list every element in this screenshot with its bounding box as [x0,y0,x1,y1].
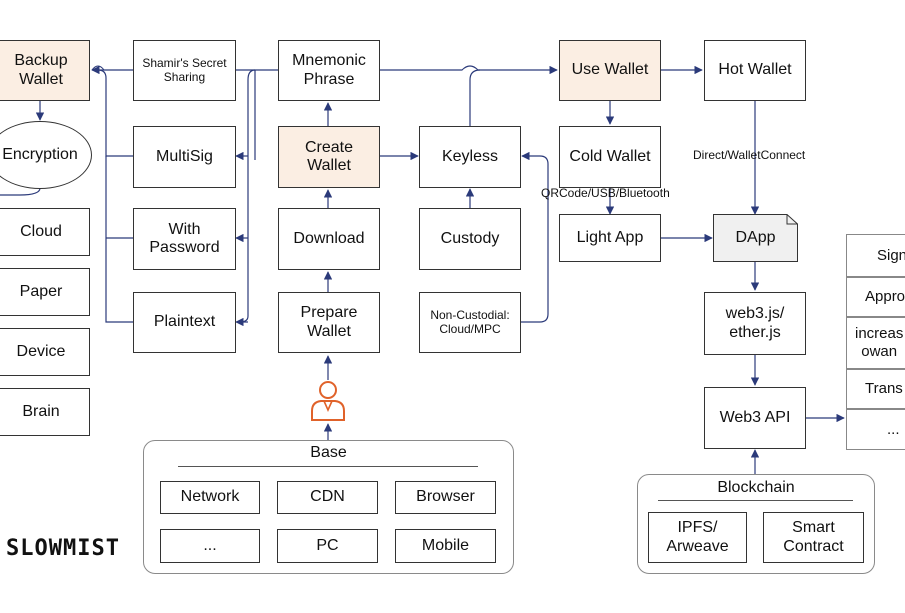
device-node: Device [0,328,90,376]
shamir-secret-sharing-node: Shamir's Secret Sharing [133,40,236,101]
web3js-node: web3.js/ ether.js [704,292,806,355]
direct-walletconnect-label: Direct/WalletConnect [693,148,806,162]
create-wallet-node: Create Wallet [278,126,380,188]
download-node: Download [278,208,380,270]
right-list-item: increas owan [846,317,905,369]
mnemonic-phrase-node: Mnemonic Phrase [278,40,380,101]
right-list-item: Trans [846,369,905,409]
user-icon [311,381,345,421]
cloud-node: Cloud [0,208,90,256]
plaintext-node: Plaintext [133,292,236,353]
use-wallet-node: Use Wallet [559,40,661,101]
base-item-mobile: Mobile [395,529,496,563]
base-item-cdn: CDN [277,481,378,514]
with-password-node: With Password [133,208,236,270]
base-item-network: Network [160,481,260,514]
web3-api-node: Web3 API [704,387,806,449]
hot-wallet-node: Hot Wallet [704,40,806,101]
dapp-node: DApp [735,228,776,246]
non-custodial-node: Non-Custodial: Cloud/MPC [419,292,521,353]
blockchain-item-smart-contract: Smart Contract [763,512,864,563]
keyless-node: Keyless [419,126,521,188]
paper-node: Paper [0,268,90,316]
base-group-title: Base [310,444,347,461]
base-item-pc: PC [277,529,378,563]
light-app-node: Light App [559,214,661,262]
slowmist-logo: SLOWMIST [6,536,120,561]
blockchain-item-ipfs: IPFS/ Arweave [648,512,747,563]
base-item-ellipsis: ... [160,529,260,563]
custody-node: Custody [419,208,521,270]
right-list-item: Sign [846,234,905,277]
base-group-divider [178,466,478,467]
prepare-wallet-node: Prepare Wallet [278,292,380,353]
backup-wallet-node: Backup Wallet [0,40,90,101]
encryption-node: Encryption [0,121,92,189]
brain-node: Brain [0,388,90,436]
base-item-browser: Browser [395,481,496,514]
cold-wallet-node: Cold Wallet [559,126,661,188]
qrcode-usb-bluetooth-label: QRCode/USB/Bluetooth [541,186,670,200]
right-list-item: ... [846,409,905,450]
dapp-document-shape [713,214,798,262]
blockchain-group-divider [658,500,853,501]
multisig-node: MultiSig [133,126,236,188]
right-list-item: Appro [846,277,905,317]
blockchain-group-title: Blockchain [717,479,795,496]
